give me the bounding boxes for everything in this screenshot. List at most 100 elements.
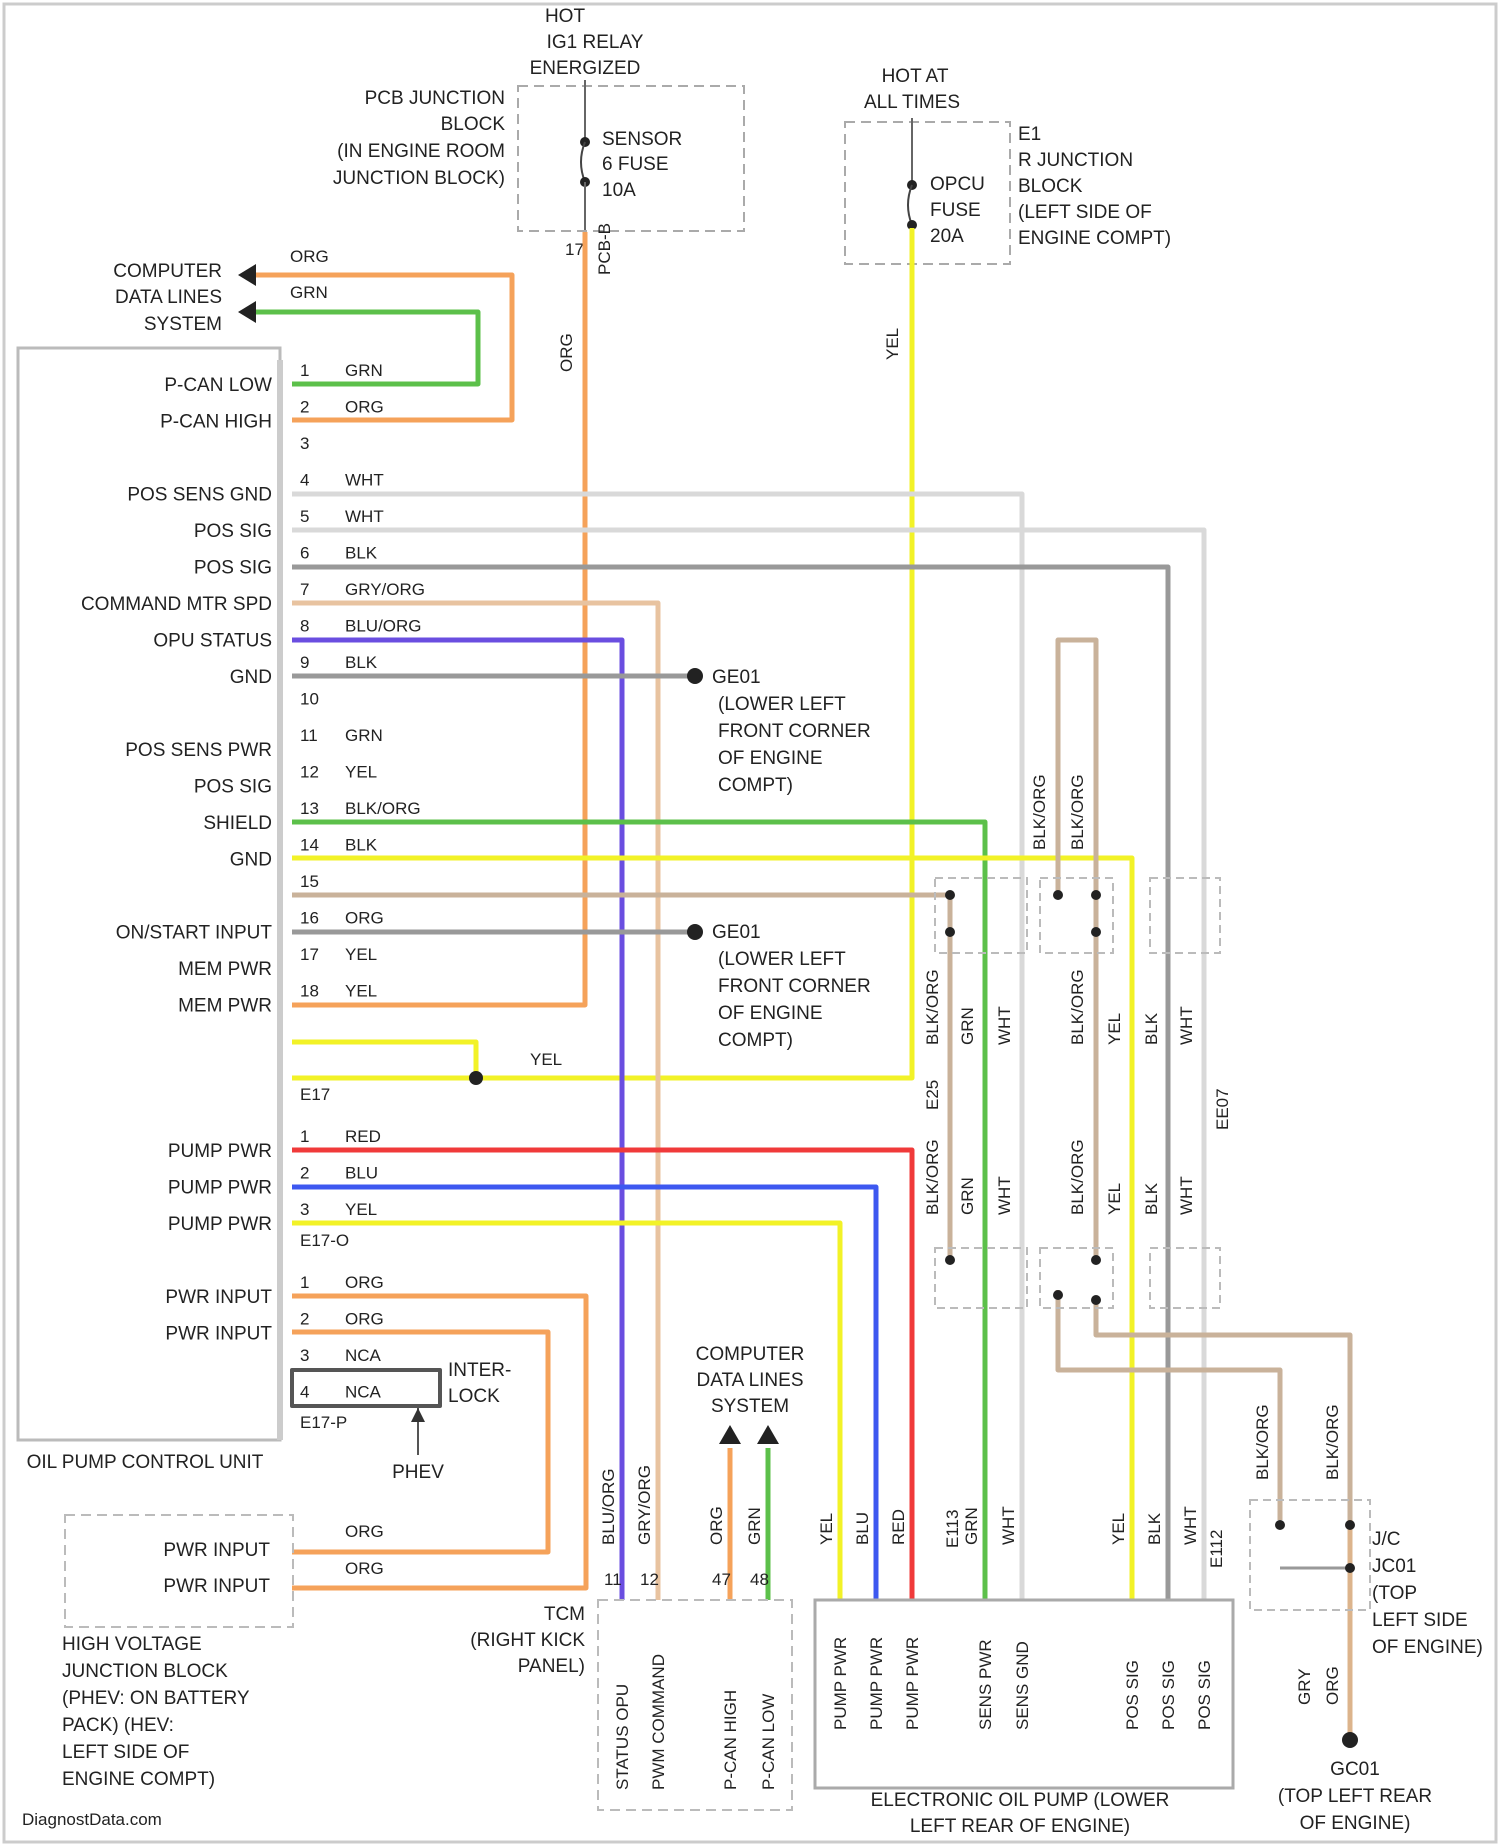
conn-label: E17-O: [300, 1231, 349, 1250]
eop-wire-label: YEL: [817, 1513, 836, 1545]
svg-text:SYSTEM: SYSTEM: [711, 1396, 789, 1417]
pin-number: 6: [300, 544, 309, 563]
wire-color-label: BLK: [345, 544, 378, 563]
svg-text:LOCK: LOCK: [448, 1386, 500, 1407]
pin-number: 2: [300, 1310, 309, 1329]
svg-text:ALL TIMES: ALL TIMES: [864, 92, 960, 113]
tcm-wire-label: GRY/ORG: [635, 1465, 654, 1545]
svg-text:LEFT REAR OF ENGINE): LEFT REAR OF ENGINE): [910, 1816, 1130, 1837]
tcm-pin-number: 11: [604, 1570, 622, 1589]
eop-pin-label: POS SIG: [1159, 1660, 1178, 1730]
svg-text:ENGINE COMPT): ENGINE COMPT): [1018, 228, 1171, 249]
pin-label: PUMP PWR: [168, 1214, 272, 1235]
computer-data-lines-bottom: COMPUTER DATA LINES SYSTEM: [696, 1344, 805, 1444]
conn-label: E113: [943, 1510, 962, 1548]
svg-text:INTER-: INTER-: [448, 1360, 511, 1381]
svg-text:GRN: GRN: [290, 283, 328, 302]
arrow-left-icon: [238, 301, 256, 323]
svg-text:PCB JUNCTION: PCB JUNCTION: [365, 88, 505, 109]
svg-text:20A: 20A: [930, 226, 964, 247]
opcu-pin-row: POS SENS PWR11GRN: [125, 726, 383, 761]
pin-number: 11: [300, 726, 318, 745]
opcu-pin-row: 3: [300, 434, 309, 453]
pin-label: POS SENS GND: [127, 485, 272, 506]
wire-pwr-input-1: [292, 1296, 586, 1588]
pin-label: GND: [230, 850, 272, 871]
svg-text:(IN ENGINE ROOM: (IN ENGINE ROOM: [337, 141, 505, 162]
svg-text:BLK/ORG: BLK/ORG: [1068, 774, 1087, 850]
svg-text:(LOWER LEFT: (LOWER LEFT: [718, 694, 846, 715]
svg-text:PCB-B: PCB-B: [595, 223, 614, 275]
wire-color-label: BLK: [345, 836, 378, 855]
svg-text:COMPT): COMPT): [718, 775, 793, 796]
svg-text:OF ENGINE): OF ENGINE): [1372, 1637, 1483, 1658]
pin-number: 1: [300, 1127, 309, 1146]
svg-text:BLK/ORG: BLK/ORG: [1030, 774, 1049, 850]
arrow-up-icon: [757, 1425, 779, 1444]
svg-text:BLK/ORG: BLK/ORG: [923, 969, 942, 1045]
eop-wire-label: GRN: [962, 1507, 981, 1545]
shield-conn-box: [1040, 1248, 1113, 1308]
svg-text:BLK: BLK: [1142, 1012, 1161, 1045]
svg-text:ORG: ORG: [345, 1559, 384, 1578]
tcm-wire-label: GRN: [745, 1507, 764, 1545]
pin-label: ON/START INPUT: [116, 923, 273, 944]
pin-number: 3: [300, 1200, 309, 1219]
pin-number: 14: [300, 836, 319, 855]
svg-text:SENSOR: SENSOR: [602, 129, 682, 150]
tcm-pin-number: 12: [640, 1570, 659, 1589]
wire-pos-sig-wht: [292, 530, 1204, 1600]
opcu-pin-row: 15: [300, 872, 319, 891]
svg-text:FRONT CORNER: FRONT CORNER: [718, 976, 871, 997]
opcu-pin-row: P-CAN LOW1GRN: [164, 361, 382, 396]
hvjb-box: [65, 1515, 293, 1627]
wire-color-label: YEL: [345, 1200, 377, 1219]
opcu-pins-c: PWR INPUT1ORGPWR INPUT2ORG3NCA4NCA: [165, 1273, 383, 1402]
eop-caption: ELECTRONIC OIL PUMP (LOWER LEFT REAR OF …: [871, 1790, 1170, 1837]
svg-text:JUNCTION BLOCK): JUNCTION BLOCK): [333, 168, 505, 189]
wire-color-label: ORG: [345, 1310, 384, 1329]
eop-pin-label: PUMP PWR: [831, 1637, 850, 1730]
conn-label: E112: [1207, 1530, 1226, 1568]
svg-text:ORG: ORG: [557, 333, 576, 372]
svg-text:BLK/ORG: BLK/ORG: [1253, 1404, 1272, 1480]
wire-color-label: RED: [345, 1127, 381, 1146]
wire-color-label: WHT: [345, 507, 384, 526]
pin-number: 3: [300, 1346, 309, 1365]
svg-text:BLK/ORG: BLK/ORG: [1068, 1139, 1087, 1215]
tcm-pin-label: STATUS OPU: [613, 1684, 632, 1790]
svg-text:HOT AT: HOT AT: [882, 66, 949, 87]
pin-label: PWR INPUT: [165, 1287, 272, 1308]
svg-text:(LOWER LEFT: (LOWER LEFT: [718, 949, 846, 970]
svg-text:COMPUTER: COMPUTER: [696, 1344, 805, 1365]
svg-text:COMPUTER: COMPUTER: [113, 261, 222, 282]
opcu-pin-row: PUMP PWR1RED: [168, 1127, 381, 1162]
arrow-up-icon: [411, 1408, 425, 1422]
computer-data-lines-top: COMPUTER DATA LINES SYSTEM ORG GRN: [113, 247, 328, 335]
pin-number: 1: [300, 1273, 309, 1292]
tcm-caption: TCM (RIGHT KICK PANEL): [470, 1604, 585, 1677]
ground-dot: [687, 924, 703, 940]
svg-text:TCM: TCM: [544, 1604, 585, 1625]
opcu-pin-row: ON/START INPUT16ORG: [116, 909, 384, 944]
svg-text:FRONT CORNER: FRONT CORNER: [718, 721, 871, 742]
svg-text:LEFT SIDE OF: LEFT SIDE OF: [62, 1742, 189, 1763]
pin-number: 16: [300, 909, 319, 928]
arrow-up-icon: [719, 1425, 741, 1444]
svg-text:ENGINE COMPT): ENGINE COMPT): [62, 1769, 215, 1790]
conn-label: E17: [300, 1085, 330, 1104]
opcu-box: [18, 348, 280, 1440]
wire-color-label: YEL: [345, 945, 377, 964]
svg-text:PWR INPUT: PWR INPUT: [163, 1540, 270, 1561]
wire-opu-status-bluorg: [292, 640, 622, 1600]
pin-label: POS SIG: [194, 558, 272, 579]
pin-label: OPU STATUS: [153, 631, 272, 652]
svg-text:(RIGHT KICK: (RIGHT KICK: [470, 1630, 585, 1651]
tcm-pin-number: 48: [750, 1570, 769, 1589]
svg-text:ORG: ORG: [1323, 1666, 1342, 1705]
